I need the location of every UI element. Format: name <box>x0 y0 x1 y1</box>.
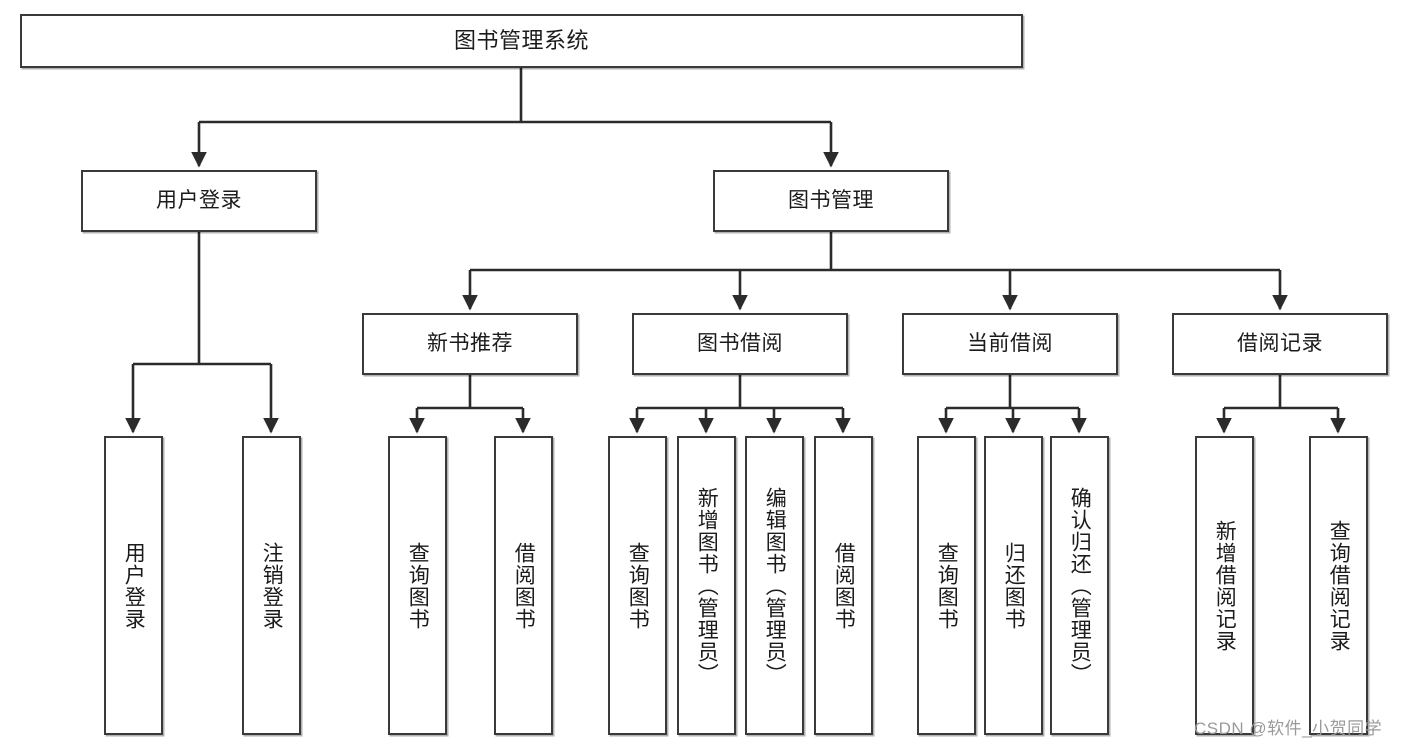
node-label: 用户登录 <box>156 188 242 212</box>
node-label: 查询图书 <box>626 541 650 630</box>
node-label: 注销登录 <box>260 541 284 630</box>
node-label: 查询图书 <box>935 541 959 630</box>
node-label: 新增图书（管理员） <box>695 486 719 685</box>
node-label: 用户登录 <box>122 541 146 630</box>
node-new-book-recommend[interactable]: 新书推荐 <box>362 313 578 375</box>
node-leaf-add-borrow-record[interactable]: 新增借阅记录 <box>1195 436 1254 735</box>
node-label: 新增借阅记录 <box>1213 519 1237 652</box>
node-label: 查询借阅记录 <box>1327 519 1351 652</box>
node-leaf-query-book-borrow[interactable]: 查询图书 <box>608 436 667 735</box>
node-root-book-management-system[interactable]: 图书管理系统 <box>20 14 1023 68</box>
node-label: 借阅记录 <box>1237 331 1323 355</box>
node-user-login[interactable]: 用户登录 <box>81 170 317 232</box>
node-label: 图书管理系统 <box>453 28 589 54</box>
node-current-borrow[interactable]: 当前借阅 <box>902 313 1118 375</box>
node-label: 归还图书 <box>1002 541 1026 630</box>
node-leaf-user-logout[interactable]: 注销登录 <box>242 436 301 735</box>
node-borrow-record[interactable]: 借阅记录 <box>1172 313 1388 375</box>
node-book-management[interactable]: 图书管理 <box>713 170 949 232</box>
node-label: 查询图书 <box>406 541 430 630</box>
node-leaf-query-borrow-record[interactable]: 查询借阅记录 <box>1309 436 1368 735</box>
node-leaf-borrow-book-borrow[interactable]: 借阅图书 <box>814 436 873 735</box>
node-leaf-add-book-admin[interactable]: 新增图书（管理员） <box>677 436 736 735</box>
node-label: 图书管理 <box>788 188 874 212</box>
node-label: 借阅图书 <box>512 541 536 630</box>
node-leaf-confirm-return-admin[interactable]: 确认归还（管理员） <box>1050 436 1109 735</box>
watermark-text: CSDN @软件_小贺同学 <box>1194 719 1383 738</box>
node-label: 确认归还（管理员） <box>1068 486 1092 685</box>
node-leaf-borrow-book-recommend[interactable]: 借阅图书 <box>494 436 553 735</box>
node-book-borrow[interactable]: 图书借阅 <box>632 313 848 375</box>
node-label: 新书推荐 <box>427 331 513 355</box>
node-leaf-query-book-current[interactable]: 查询图书 <box>917 436 976 735</box>
node-leaf-edit-book-admin[interactable]: 编辑图书（管理员） <box>745 436 804 735</box>
node-label: 编辑图书（管理员） <box>763 486 787 685</box>
node-label: 借阅图书 <box>832 541 856 630</box>
node-leaf-return-book[interactable]: 归还图书 <box>984 436 1043 735</box>
node-label: 当前借阅 <box>967 331 1053 355</box>
node-label: 图书借阅 <box>697 331 783 355</box>
node-leaf-query-book-recommend[interactable]: 查询图书 <box>388 436 447 735</box>
node-leaf-user-login[interactable]: 用户登录 <box>104 436 163 735</box>
